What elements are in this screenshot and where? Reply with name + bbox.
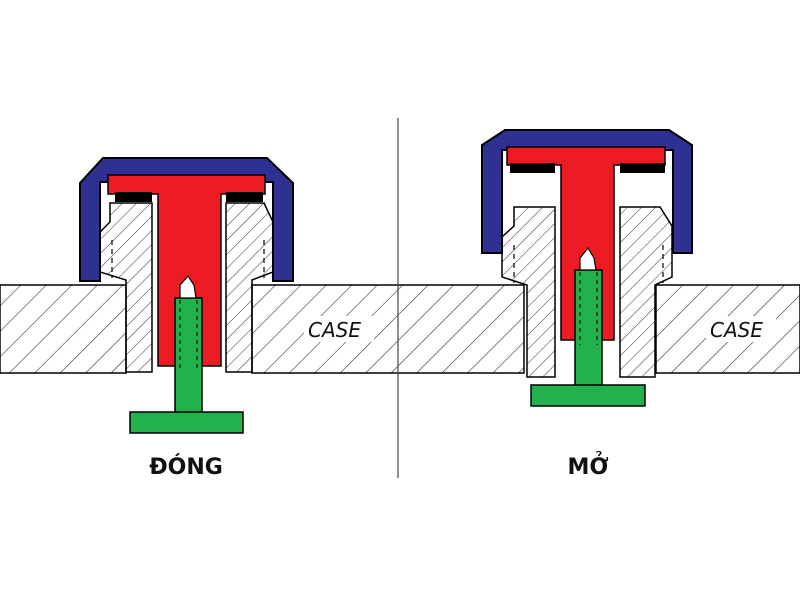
gasket-open-right bbox=[620, 163, 665, 173]
bushing-closed-left bbox=[99, 202, 153, 373]
bushing-open-left bbox=[501, 206, 556, 378]
case-plate bbox=[0, 284, 800, 374]
gasket-closed-right bbox=[226, 192, 263, 202]
cap-open bbox=[481, 129, 693, 254]
valve-open bbox=[481, 129, 693, 407]
label-open: MỞ bbox=[567, 452, 608, 480]
label-closed: ĐÓNG bbox=[149, 454, 223, 480]
gasket-closed-left bbox=[115, 192, 152, 202]
gasket-open-left bbox=[510, 163, 555, 173]
bushing-closed-right bbox=[225, 202, 274, 373]
case-label-right: CASE bbox=[710, 318, 763, 342]
cap-closed bbox=[79, 157, 294, 282]
valve-closed bbox=[79, 157, 294, 434]
case-label-left: CASE bbox=[308, 318, 361, 342]
